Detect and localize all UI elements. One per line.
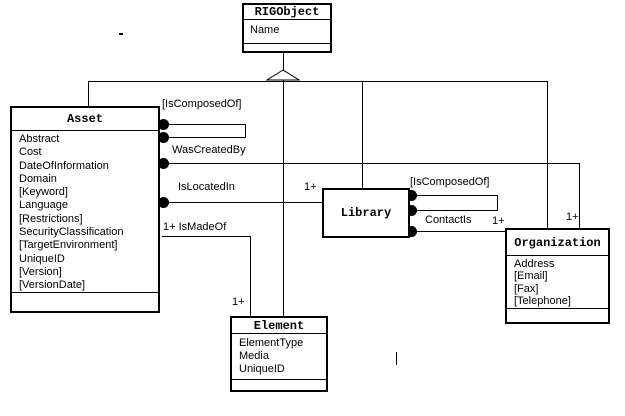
wascreatedby-multiplicity: 1+ <box>566 211 579 223</box>
class-operations-organization <box>507 309 608 322</box>
class-box-library[interactable]: Library <box>322 188 410 238</box>
class-attribute: SecurityClassification <box>19 226 124 239</box>
class-attribute: [VersionDate] <box>19 279 86 292</box>
library-selfloop-dot-1 <box>406 190 417 201</box>
library-selfloop-label: [IsComposedOf] <box>410 176 490 188</box>
ismadeof-line-h <box>162 236 251 237</box>
class-attribute: [Telephone] <box>514 294 571 307</box>
generalization-drop-asset <box>88 81 89 106</box>
library-selfloop-bottom-line <box>410 210 498 211</box>
generalization-drop-library <box>362 81 363 188</box>
library-selfloop-top-line <box>410 195 498 196</box>
generalization-drop-organization <box>547 81 548 228</box>
contactis-line <box>410 231 505 232</box>
class-operations-asset <box>12 293 158 311</box>
asset-selfloop-top-line <box>162 124 246 125</box>
class-attribute: [TargetEnvironment] <box>19 239 118 252</box>
class-title-element: Element <box>232 318 326 334</box>
class-attribute: [Keyword] <box>19 186 68 199</box>
class-box-rigobject[interactable]: RIGObject Name <box>242 3 332 53</box>
class-title-asset: Asset <box>12 108 158 131</box>
class-box-organization[interactable]: Organization Address[Email][Fax][Telepho… <box>505 228 610 324</box>
class-operations-rigobject <box>244 44 330 51</box>
asset-selfloop-bottom-line <box>162 137 246 138</box>
wascreatedby-dot <box>158 158 169 169</box>
class-title-organization: Organization <box>507 230 608 256</box>
class-operations-element <box>232 380 326 390</box>
class-attribute: DateOfInformation <box>19 159 109 172</box>
class-attribute: Media <box>239 350 269 363</box>
class-attribute: Name <box>250 24 280 36</box>
generalization-stem-line <box>283 53 284 70</box>
asset-selfloop-dot-1 <box>158 119 169 130</box>
class-attribute: [Version] <box>19 265 62 278</box>
contactis-label: ContactIs <box>425 214 472 226</box>
text-cursor-mark <box>396 352 397 365</box>
class-attribute: ElementType <box>239 337 304 349</box>
islocatedin-dot <box>158 197 169 208</box>
generalization-drop-element <box>283 80 284 316</box>
class-attribute: UniqueID <box>239 363 285 376</box>
class-attributes-organization: Address[Email][Fax][Telephone] <box>507 256 608 309</box>
class-attribute: Address <box>514 258 555 270</box>
class-title-library: Library <box>340 206 392 220</box>
asset-selfloop-right-line <box>245 124 246 138</box>
class-attributes-rigobject: Name <box>244 20 330 44</box>
asset-selfloop-dot-2 <box>158 132 169 143</box>
library-selfloop-dot-2 <box>406 205 417 216</box>
islocatedin-line <box>162 202 322 203</box>
class-attribute: UniqueID <box>19 252 65 265</box>
class-attribute: Language <box>19 199 68 212</box>
ismadeof-line-v <box>250 236 251 316</box>
islocatedin-label: IsLocatedIn <box>178 181 235 193</box>
contactis-multiplicity: 1+ <box>492 215 505 227</box>
class-title-rigobject: RIGObject <box>244 5 330 20</box>
generalization-bus-line <box>88 81 548 82</box>
class-attribute: [Email] <box>514 270 548 283</box>
class-attribute: [Restrictions] <box>19 212 83 225</box>
contactis-dot <box>406 226 417 237</box>
wascreatedby-label: WasCreatedBy <box>172 144 246 156</box>
class-attribute: Abstract <box>19 133 60 145</box>
class-attribute: [Fax] <box>514 282 539 295</box>
ismadeof-multiplicity: 1+ <box>232 296 245 308</box>
islocatedin-multiplicity: 1+ <box>304 181 317 193</box>
wascreatedby-line-v <box>579 163 580 228</box>
asset-selfloop-label: [IsComposedOf] <box>162 98 242 110</box>
wascreatedby-line-h <box>162 163 580 164</box>
library-selfloop-right-line <box>497 195 498 211</box>
class-attribute: Cost <box>19 146 42 159</box>
ismadeof-label: 1+ IsMadeOf <box>163 221 227 233</box>
class-attribute: Domain <box>19 172 57 185</box>
stray-period-mark <box>119 33 123 35</box>
